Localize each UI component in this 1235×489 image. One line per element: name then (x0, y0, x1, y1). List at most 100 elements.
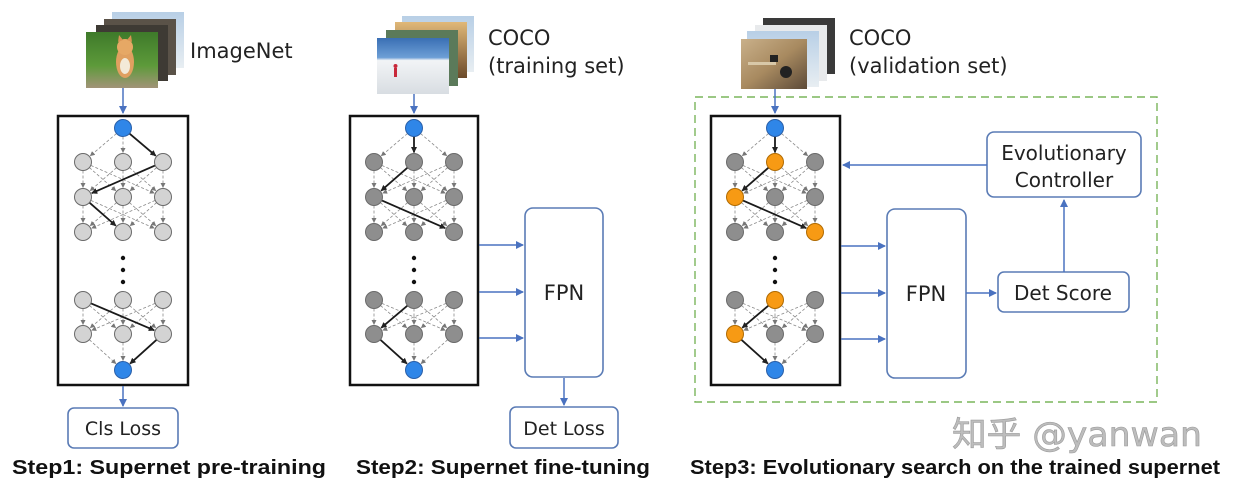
candidate-edge (420, 305, 448, 329)
candidate-node (74, 325, 92, 343)
candidate-node (806, 325, 824, 343)
candidate-edge (129, 167, 157, 192)
selected-path-edge (90, 302, 155, 332)
candidate-edge (742, 165, 807, 194)
dataset-sublabel-validation: (validation set) (849, 54, 1008, 78)
output-node (766, 361, 784, 379)
candidate-node (154, 153, 172, 171)
candidate-node (114, 188, 132, 206)
candidate-edge (89, 305, 117, 329)
candidate-node (405, 291, 423, 309)
candidate-edge (129, 167, 157, 192)
supernet-graph (74, 119, 172, 379)
step3-group: COCO (validation set) FPN Det Score Evol… (690, 18, 1220, 479)
ellipsis-dot (120, 279, 126, 285)
candidate-node (726, 223, 744, 241)
det-score-label: Det Score (1014, 281, 1112, 305)
step3-caption: Step3: Evolutionary search on the traine… (690, 457, 1220, 479)
candidate-edge (91, 302, 156, 331)
search-region-dashed-box (694, 96, 1158, 403)
candidate-node (365, 153, 383, 171)
selected-node (726, 188, 744, 206)
candidate-edge (420, 133, 448, 157)
input-node (405, 119, 423, 137)
candidate-edge (781, 167, 809, 192)
candidate-node (445, 291, 463, 309)
input-node (114, 119, 132, 137)
coco-training-image-stack (377, 16, 474, 94)
step1-group: ImageNet Cls Loss Step1: Supernet pre-tr… (12, 12, 326, 479)
candidate-node (154, 188, 172, 206)
cls-loss-box (67, 407, 179, 449)
dataset-sublabel-training: (training set) (488, 54, 625, 78)
selected-path-edge (741, 166, 770, 192)
candidate-node (114, 223, 132, 241)
step2-caption: Step2: Supernet fine-tuning (356, 457, 650, 479)
candidate-edge (129, 305, 157, 329)
input-node (766, 119, 784, 137)
dataset-label-coco: COCO (488, 26, 550, 50)
ellipsis-dot (772, 255, 778, 261)
candidate-edge (129, 202, 157, 227)
candidate-node (114, 291, 132, 309)
candidate-edge (420, 339, 448, 364)
candidate-edge (420, 202, 448, 227)
selected-path-edge (740, 339, 769, 365)
cls-loss-label: Cls Loss (85, 418, 161, 440)
candidate-node (365, 223, 383, 241)
candidate-edge (781, 133, 809, 157)
selected-node (766, 291, 784, 309)
candidate-node (806, 188, 824, 206)
ellipsis-dot (411, 279, 417, 285)
candidate-edge (89, 305, 117, 329)
imagenet-image-stack (86, 12, 184, 88)
det-loss-box (509, 406, 619, 449)
ellipsis-dot (411, 267, 417, 273)
ellipsis-dot (411, 255, 417, 261)
candidate-node (806, 153, 824, 171)
ellipsis-dot (120, 255, 126, 261)
candidate-edge (420, 167, 448, 192)
det-loss-label: Det Loss (523, 418, 604, 440)
candidate-edge (743, 302, 808, 331)
candidate-node (405, 153, 423, 171)
watermark-text: 知乎 @yanwan (952, 415, 1202, 455)
candidate-node (726, 291, 744, 309)
candidate-edge (91, 200, 156, 229)
candidate-edge (89, 339, 117, 364)
candidate-edge (90, 165, 155, 194)
fpn-label: FPN (906, 282, 946, 306)
candidate-node (74, 291, 92, 309)
skier-photo (377, 38, 449, 94)
candidate-edge (420, 167, 448, 192)
fpn-box (524, 207, 604, 378)
candidate-node (114, 325, 132, 343)
candidate-edge (382, 302, 447, 331)
selected-path-edge (91, 164, 156, 195)
candidate-node (766, 188, 784, 206)
candidate-node (445, 153, 463, 171)
candidate-edge (90, 200, 155, 229)
candidate-edge (129, 202, 157, 227)
candidate-node (766, 223, 784, 241)
candidate-edge (781, 202, 809, 227)
candidate-node (74, 153, 92, 171)
candidate-edge (742, 302, 807, 331)
output-node (405, 361, 423, 379)
candidate-edge (420, 202, 448, 227)
candidate-edge (380, 202, 408, 227)
candidate-edge (743, 200, 808, 229)
candidate-node (154, 325, 172, 343)
candidate-node (445, 188, 463, 206)
candidate-node (405, 188, 423, 206)
dataset-label-imagenet: ImageNet (190, 39, 293, 63)
controller-label-line1: Evolutionary (1001, 141, 1127, 165)
controller-label-line2: Controller (1015, 168, 1114, 192)
candidate-edge (781, 167, 809, 192)
candidate-edge (781, 305, 809, 329)
selected-node (766, 153, 784, 171)
candidate-node (74, 188, 92, 206)
candidate-edge (89, 167, 117, 192)
selected-path-edge (741, 304, 770, 329)
